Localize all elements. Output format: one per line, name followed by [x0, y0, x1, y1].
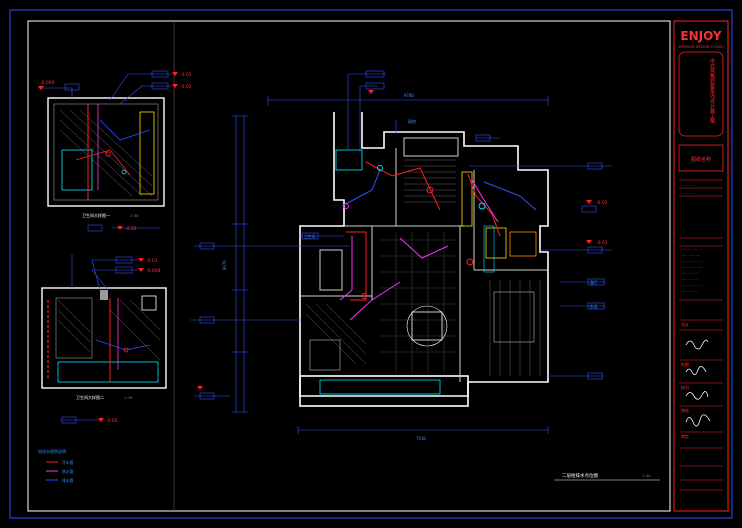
- svg-text:—— ——— ———— —: —— ——— ———— —: [681, 284, 702, 287]
- brand-tagline: INTERIOR DESIGN STUDIO: [678, 45, 724, 49]
- drawing-scale: 1:50: [642, 474, 650, 478]
- main-floor-plan[interactable]: 9700 7910 8070: [190, 70, 612, 441]
- room-tag-living: 客厅: [590, 280, 598, 285]
- svg-text:——— ——— —— ———: ——— ——— —— ———: [681, 266, 703, 269]
- elev-tag-e2: -0.01: [180, 72, 192, 78]
- elev-tag-e7: -0.02: [106, 418, 118, 424]
- sheet-name: 图纸名称: [691, 156, 711, 163]
- title-block-lines: [679, 179, 723, 491]
- detail-2-scale: 1:30: [124, 396, 132, 400]
- tb-row-check: 校对: [681, 384, 689, 390]
- dim-overall-width: 9700: [404, 93, 414, 98]
- detail-1[interactable]: -0.000 -0.01 -0.02 -0.02 卫生间大样图一 1:30: [38, 70, 192, 232]
- drawing-title: 二层给排水点位图: [562, 472, 598, 479]
- svg-text:———— —— ——: ———— —— ——: [681, 192, 697, 195]
- svg-text:——— ———— ——: ——— ———— ——: [681, 278, 699, 281]
- elev-tag-e8: -0.02: [596, 200, 608, 206]
- detail-2[interactable]: -0.01 -0.008 -0.02 卫生间大样图二 1:30: [41, 254, 167, 424]
- elev-tag-e3: -0.02: [180, 84, 192, 90]
- elev-tag-e4: -0.02: [125, 226, 137, 232]
- svg-text:— ——— ———: — ——— ———: [681, 184, 695, 187]
- dim-overall-depth: 8070: [222, 260, 227, 270]
- elev-tag-e6: -0.008: [146, 268, 161, 274]
- signatures: [685, 339, 711, 427]
- legend: 给排水图例说明 冷水管 热水管 排水管: [38, 448, 74, 483]
- svg-text:———— —— ———: ———— —— ———: [681, 272, 699, 275]
- tb-row-design: 设计: [681, 321, 689, 327]
- drawing-title-block: 二层给排水点位图 1:50: [554, 472, 660, 481]
- title-block: ENJOY INTERIOR DESIGN STUDIO 中式风格别墅室内设计施…: [673, 20, 729, 512]
- legend-title: 给排水图例说明: [38, 448, 66, 454]
- elev-tag-e9: -0.01: [596, 240, 608, 246]
- tb-row-approve: 审定: [681, 433, 689, 439]
- svg-text:——— —— ———— ——: ——— —— ———— ——: [681, 248, 703, 251]
- dim-inner-width: 7910: [416, 436, 426, 441]
- sheet-outer-border: [9, 9, 733, 519]
- room-tag-bath: 卫生间: [304, 234, 316, 239]
- tb-row-review: 审核: [681, 407, 689, 413]
- svg-text:———— ——— ———: ———— ——— ———: [681, 254, 700, 257]
- detail-1-caption: 卫生间大样图一: [82, 212, 110, 218]
- project-name: 中式风格别墅室内设计施工图: [709, 57, 715, 124]
- title-block-fine-text: — ——— ——— ———— —— —— ——— —— ———— —— ———— —…: [681, 184, 703, 293]
- room-tag-top: 厨房: [408, 118, 416, 124]
- sheet-inner-border: [27, 20, 671, 512]
- legend-item-cold: 冷水管: [62, 460, 74, 465]
- legend-item-drain: 排水管: [62, 478, 74, 483]
- elev-tag-e1: -0.000: [40, 80, 55, 86]
- elev-tag-e5: -0.01: [146, 258, 158, 264]
- legend-item-hot: 热水管: [62, 469, 74, 474]
- detail-1-scale: 1:30: [130, 214, 138, 218]
- tb-row-draw: 绘图: [681, 361, 689, 367]
- brand-logo: ENJOY: [680, 29, 721, 43]
- room-tag-bed: 卧室: [590, 304, 598, 309]
- svg-text:—— ———— ——— —: —— ———— ——— —: [681, 260, 702, 263]
- svg-text:———— ——— ——: ———— ——— ——: [681, 290, 699, 293]
- detail-2-caption: 卫生间大样图二: [76, 394, 104, 400]
